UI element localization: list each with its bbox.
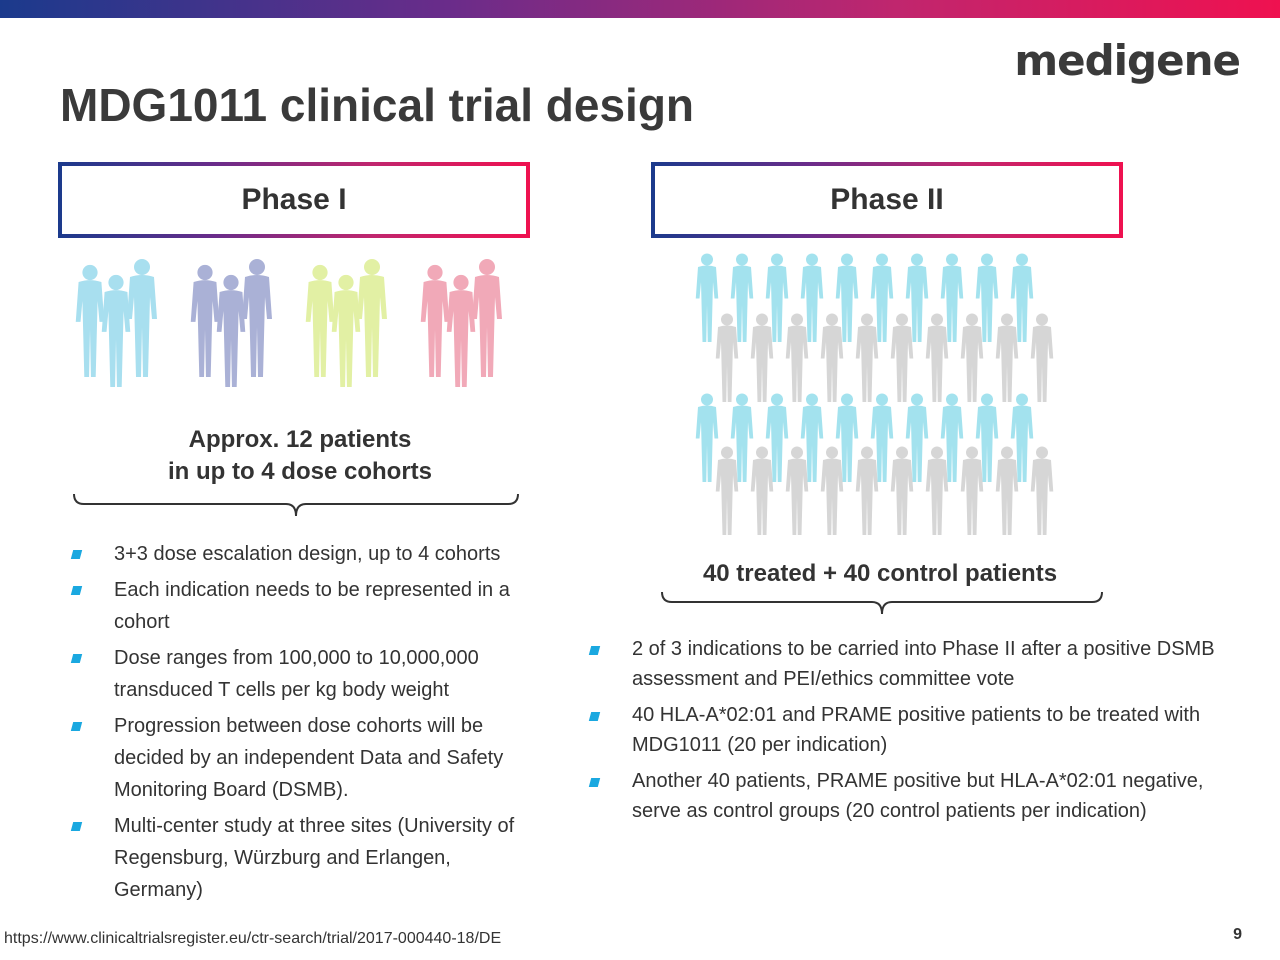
control-patient-icon [785, 313, 809, 402]
list-item: Multi-center study at three sites (Unive… [70, 810, 540, 906]
control-patient-icon [890, 446, 914, 535]
control-patient-icon [1030, 313, 1054, 402]
bullet-icon [588, 712, 601, 721]
bullet-icon [588, 646, 601, 655]
list-item: 40 HLA-A*02:01 and PRAME positive patien… [588, 700, 1248, 760]
control-patient-icon [925, 446, 949, 535]
patient-icon [472, 259, 502, 377]
phase2-brace [661, 591, 1103, 615]
list-item: Each indication needs to be represented … [70, 574, 540, 638]
control-patient-icon [820, 313, 844, 402]
control-patient-icon [890, 313, 914, 402]
treated-patient-icon [695, 253, 719, 342]
phase1-brace [73, 493, 519, 517]
phase1-caption-line1: Approx. 12 patients [188, 426, 412, 453]
patient-icon [357, 259, 387, 377]
patient-icon [127, 259, 157, 377]
patient-icon [242, 259, 272, 377]
list-item: Progression between dose cohorts will be… [70, 710, 540, 806]
bullet-icon [70, 654, 83, 663]
medigene-logo: medigene [1014, 36, 1241, 85]
control-patient-icon [960, 446, 984, 535]
patient-icon [305, 264, 335, 377]
phase1-patient-figures [75, 259, 502, 387]
control-patient-icon [715, 446, 739, 535]
patient-icon [420, 264, 450, 377]
control-patient-icon [785, 446, 809, 535]
control-patient-icon [855, 313, 879, 402]
phase1-bullet-list: 3+3 dose escalation design, up to 4 coho… [70, 538, 540, 910]
control-patient-icon [715, 313, 739, 402]
bullet-icon [70, 586, 83, 595]
list-item: 3+3 dose escalation design, up to 4 coho… [70, 538, 540, 570]
phase2-label: Phase II [830, 183, 944, 216]
treated-patient-icon [695, 393, 719, 482]
phase2-header-box: Phase II [651, 162, 1123, 238]
top-gradient-bar [0, 0, 1280, 18]
bullet-icon [70, 822, 83, 831]
patient-icon [446, 274, 476, 387]
list-item: 2 of 3 indications to be carried into Ph… [588, 634, 1248, 694]
control-patient-icon [1030, 446, 1054, 535]
bullet-icon [70, 722, 83, 731]
page-title: MDG1011 clinical trial design [60, 79, 695, 131]
control-patient-icon [960, 313, 984, 402]
bullet-icon [70, 550, 83, 559]
source-url: https://www.clinicaltrialsregister.eu/ct… [4, 930, 502, 947]
list-item: Dose ranges from 100,000 to 10,000,000 t… [70, 642, 540, 706]
phase2-patient-figures [695, 253, 1054, 535]
phase1-caption-line2: in up to 4 dose cohorts [167, 458, 432, 485]
patient-icon [75, 264, 105, 377]
phase2-bullet-list: 2 of 3 indications to be carried into Ph… [588, 634, 1248, 832]
phase1-header-box: Phase I [58, 162, 530, 238]
phase2-caption: 40 treated + 40 control patients [702, 560, 1058, 587]
patient-icon [101, 274, 131, 387]
page-number: 9 [1233, 926, 1242, 943]
list-item: Another 40 patients, PRAME positive but … [588, 766, 1248, 826]
control-patient-icon [750, 313, 774, 402]
control-patient-icon [855, 446, 879, 535]
control-patient-icon [750, 446, 774, 535]
patient-icon [216, 274, 246, 387]
patient-icon [190, 264, 220, 377]
control-patient-icon [820, 446, 844, 535]
patient-icon [331, 274, 361, 387]
phase1-label: Phase I [241, 183, 347, 216]
bullet-icon [588, 778, 601, 787]
control-patient-icon [995, 313, 1019, 402]
control-patient-icon [925, 313, 949, 402]
control-patient-icon [995, 446, 1019, 535]
